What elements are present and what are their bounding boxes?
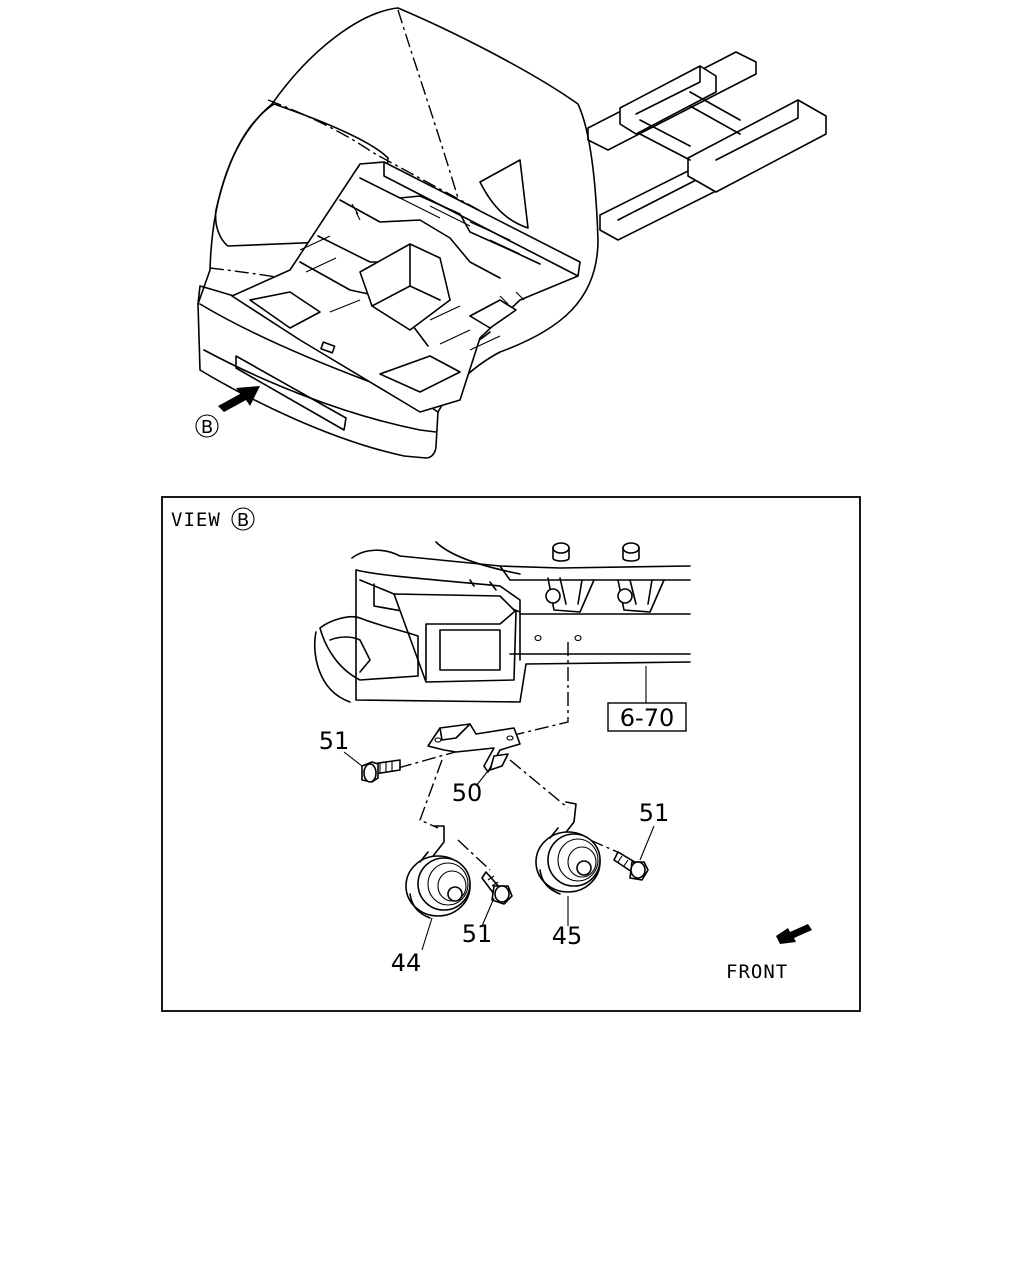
bolt-right [613, 851, 649, 881]
callout-bolt-center: 51 [462, 920, 493, 948]
front-label: FRONT [726, 961, 788, 983]
bolt-center [481, 871, 513, 905]
view-panel-title: VIEW [171, 509, 221, 531]
horn-bracket [427, 723, 521, 773]
mounting-studs [534, 542, 665, 642]
front-body-structure [313, 541, 691, 703]
reference-box: 6-70 [607, 702, 687, 732]
callout-bolt-top-left: 51 [319, 727, 350, 755]
front-direction-arrow [776, 924, 812, 944]
horn-low [405, 825, 471, 919]
view-panel-frame [161, 496, 861, 1012]
callout-bolt-right: 51 [639, 799, 670, 827]
callout-leaders [343, 751, 655, 951]
callout-bracket: 50 [452, 779, 483, 807]
view-b-marker: B [195, 414, 219, 438]
bolt-top-left [361, 759, 401, 783]
view-panel-marker: B [231, 507, 255, 531]
view-b-arrow [218, 386, 260, 412]
cab-floor-panel [231, 161, 581, 413]
cab-overview-illustration: B [195, 7, 827, 459]
chassis-frame [587, 51, 827, 241]
view-b-marker-label: B [201, 417, 213, 438]
reference-box-label: 6-70 [620, 704, 674, 732]
view-b-panel: VIEW B [161, 496, 861, 1012]
view-panel-marker-label: B [237, 510, 249, 531]
callout-horn-high: 45 [552, 922, 583, 950]
horn-high [535, 801, 601, 895]
callout-horn-low: 44 [391, 949, 422, 977]
